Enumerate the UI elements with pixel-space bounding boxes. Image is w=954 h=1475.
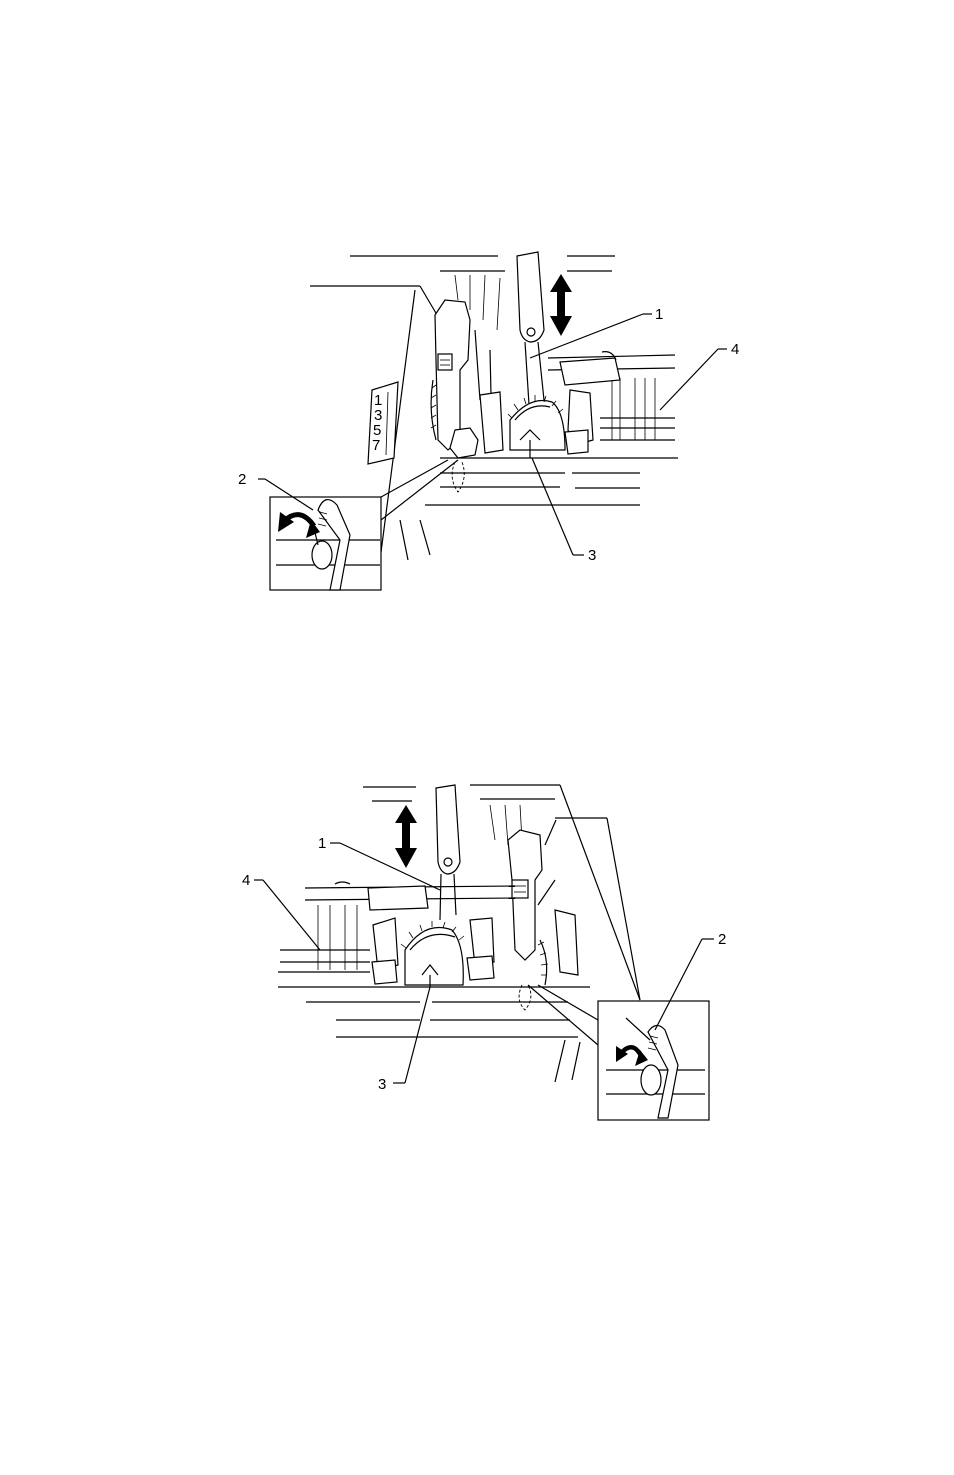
top-scale-plate: 1 3 5 7: [368, 382, 398, 464]
double-headed-arrow-icon: [395, 805, 417, 868]
curved-arrow-icon: [616, 1046, 648, 1066]
top-lower-lines: [425, 473, 640, 505]
bottom-callout-3: 3: [378, 1076, 386, 1093]
bottom-background-lines: [363, 785, 607, 818]
bottom-inset-detail: [528, 985, 709, 1120]
bottom-callout-leaders: [254, 843, 714, 1083]
figure-top-printer-mechanism: 1 3 5 7: [0, 0, 954, 700]
bottom-vertical-lever: [436, 785, 460, 920]
bottom-left-roller-frame: [278, 882, 590, 987]
top-center-gear: [480, 390, 593, 458]
top-vertical-lever: [517, 252, 544, 420]
scale-number: 7: [372, 437, 380, 454]
top-callout-3: 3: [588, 547, 596, 564]
top-callout-4: 4: [731, 341, 739, 358]
bottom-callout-4: 4: [242, 872, 250, 889]
top-background-lines: [310, 256, 615, 286]
top-callout-2: 2: [238, 471, 246, 488]
bottom-right-tractor-assembly: [508, 830, 578, 1010]
double-headed-arrow-icon: [550, 274, 572, 336]
bottom-callout-1: 1: [318, 835, 326, 852]
bottom-callout-2: 2: [718, 931, 726, 948]
bottom-lower-lines: [306, 1002, 578, 1037]
top-inset-detail: [270, 460, 458, 590]
bottom-center-gear: [372, 918, 494, 987]
bottom-right-frame: [490, 785, 640, 1082]
top-callout-1: 1: [655, 306, 663, 323]
